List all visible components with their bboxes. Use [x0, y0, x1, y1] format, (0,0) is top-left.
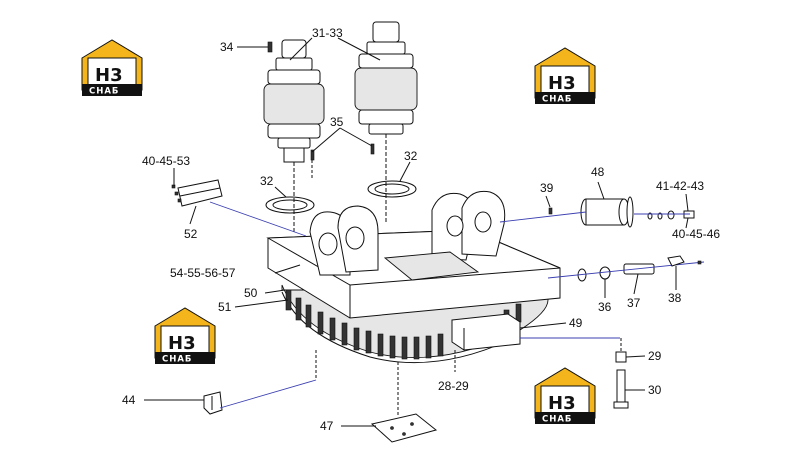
leader-lines: [144, 37, 689, 427]
logo-bottom-text: CHAБ: [89, 87, 119, 97]
plate-47: [370, 413, 438, 443]
callout-41-42-43: 41-42-43: [656, 179, 704, 193]
brand-logo-bottom-right: H3 CHAБ: [534, 367, 596, 425]
logo-top-text: H3: [168, 333, 196, 354]
bracket-52: [177, 179, 223, 207]
callout-40-45-53: 40-45-53: [142, 154, 190, 168]
callout-38: 38: [668, 291, 682, 305]
callout-35: 35: [330, 115, 344, 129]
bolt-30: [613, 369, 629, 409]
rotary-actuator-left: [263, 39, 325, 163]
bolt-35-right: [370, 143, 375, 155]
main-frame: [266, 190, 561, 364]
pin-39: [548, 207, 553, 215]
washers-41-42-43: [634, 210, 695, 220]
seal-ring-32-left: [265, 196, 315, 214]
brand-logo-mid-left: H3 CHAБ: [154, 307, 216, 365]
callout-40-45-46: 40-45-46: [672, 227, 720, 241]
seal-ring-32-right: [367, 180, 417, 198]
callout-54-55-56-57: 54-55-56-57: [170, 266, 236, 280]
bolt-40-45-53: [171, 184, 182, 203]
callout-49: 49: [569, 316, 583, 330]
callout-32-right: 32: [404, 149, 418, 163]
rotary-actuator-right: [354, 21, 418, 135]
logo-bottom-text: CHAБ: [542, 95, 572, 105]
callout-51: 51: [218, 300, 232, 314]
callout-48: 48: [591, 165, 605, 179]
brand-logo-top-left: H3 CHAБ: [81, 39, 143, 97]
callout-37: 37: [627, 296, 641, 310]
brand-logo-top-right: H3 CHAБ: [534, 47, 596, 105]
callout-50: 50: [244, 286, 258, 300]
callout-44: 44: [122, 393, 136, 407]
logo-top-text: H3: [548, 73, 576, 94]
logo-bottom-text: CHAБ: [162, 355, 192, 365]
callout-36: 36: [598, 300, 612, 314]
callout-31-33: 31-33: [312, 26, 343, 40]
cylinder-48: [580, 196, 634, 228]
callout-30: 30: [648, 383, 662, 397]
callout-47: 47: [320, 419, 334, 433]
callout-34: 34: [220, 40, 234, 54]
logo-top-text: H3: [548, 393, 576, 414]
callout-32-left: 32: [260, 174, 274, 188]
pin-assembly-36-37: [547, 261, 705, 282]
bolt-35-left: [310, 149, 315, 178]
bolt-34: [267, 41, 273, 53]
logo-bottom-text: CHAБ: [542, 415, 572, 425]
callout-39: 39: [540, 181, 554, 195]
clamp-44: [203, 391, 223, 415]
callout-52: 52: [184, 227, 198, 241]
fitting-29: [615, 351, 627, 363]
logo-top-text: H3: [95, 65, 123, 86]
clip-38: [667, 255, 702, 267]
callout-28-29: 28-29: [438, 379, 469, 393]
valve-block-49: [451, 313, 521, 351]
callout-29: 29: [648, 349, 662, 363]
callout-labels: 34 31-33 35 32 32 40-45-53 52 39 48 41-4…: [122, 26, 720, 433]
